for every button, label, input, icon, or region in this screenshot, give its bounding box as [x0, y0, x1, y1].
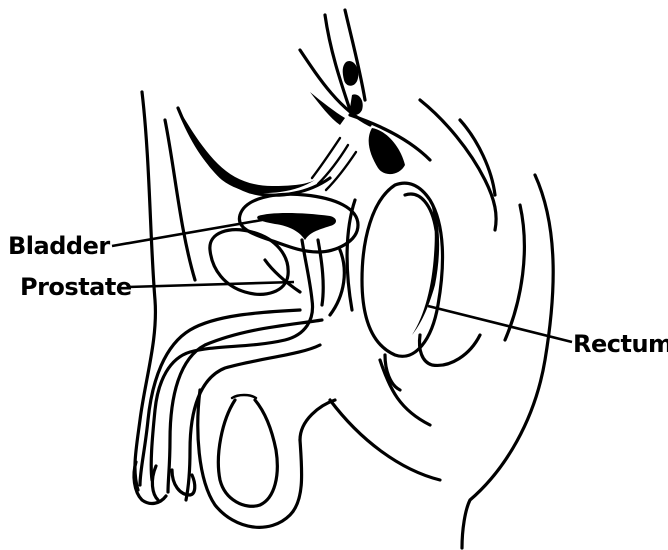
seminal-ducts — [312, 138, 356, 190]
bladder-label: Bladder — [8, 232, 110, 260]
body-outline — [135, 92, 553, 548]
urethra — [151, 240, 344, 480]
penis — [134, 310, 322, 503]
rectum-label: Rectum — [573, 330, 668, 358]
bladder — [239, 194, 358, 252]
pubic-bone — [178, 92, 345, 195]
sacrum — [300, 10, 496, 230]
scrotum — [198, 390, 335, 527]
prostate-label: Prostate — [20, 273, 132, 301]
rectum — [347, 183, 480, 390]
leader-lines — [112, 220, 572, 342]
